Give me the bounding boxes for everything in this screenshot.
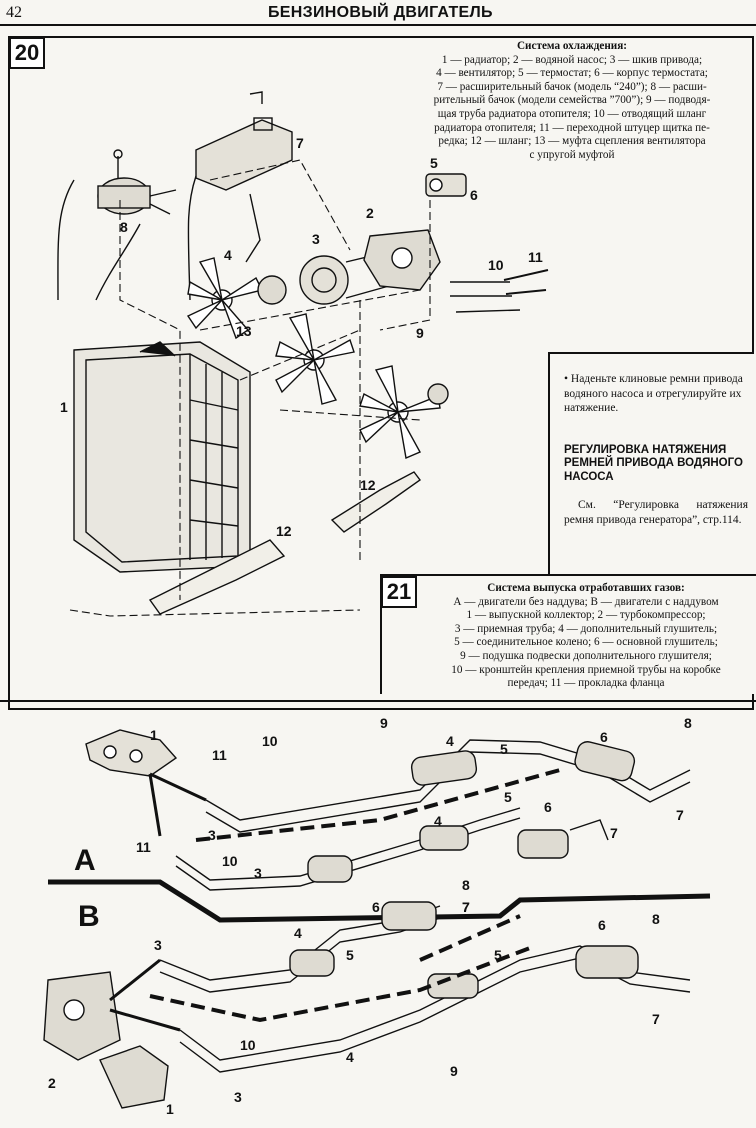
caption-line: щая труба радиатора отопителя; 10 — отво… (437, 107, 707, 120)
figure-20-number: 20 (9, 37, 45, 69)
svg-text:7: 7 (462, 899, 470, 915)
svg-text:3: 3 (254, 865, 262, 881)
svg-text:3: 3 (154, 937, 162, 953)
svg-text:12: 12 (276, 523, 292, 539)
svg-text:8: 8 (120, 219, 128, 235)
note-reference-text: См. “Регулировка натяжения ремня привода… (564, 499, 748, 526)
caption-line: редка; 12 — шланг; 13 — муфта сцепления … (438, 135, 706, 148)
svg-text:8: 8 (652, 911, 660, 927)
caption-line: 4 — вентилятор; 5 — термостат; 6 — корпу… (436, 67, 708, 80)
turbocharger-b (43, 971, 169, 1109)
figure-21-number: 21 (381, 576, 417, 608)
caption-line: 3 — приемная труба; 4 — дополнительный г… (454, 622, 718, 635)
svg-text:10: 10 (222, 853, 238, 869)
svg-text:3: 3 (234, 1089, 242, 1105)
caption-line: 1 — выпускной коллектор; 2 — турбокомпре… (466, 609, 706, 622)
figure-21-caption: Система выпуска отработавших газов: А — … (418, 582, 754, 691)
svg-text:11: 11 (136, 839, 151, 855)
svg-text:1: 1 (166, 1101, 174, 1117)
svg-text:7: 7 (676, 807, 684, 823)
svg-text:7: 7 (652, 1011, 660, 1027)
thermostat-5-6 (425, 173, 467, 197)
caption-line: радиатора отопителя; 11 — переходной шту… (434, 121, 710, 134)
svg-text:2: 2 (48, 1075, 56, 1091)
svg-text:6: 6 (544, 799, 552, 815)
caption-line: 5 — соединительное колено; 6 — основной … (454, 636, 718, 649)
svg-text:5: 5 (504, 789, 512, 805)
svg-text:6: 6 (372, 899, 380, 915)
svg-text:9: 9 (380, 715, 388, 731)
svg-text:5: 5 (430, 155, 438, 171)
svg-text:8: 8 (462, 877, 470, 893)
svg-text:9: 9 (450, 1063, 458, 1079)
svg-text:7: 7 (296, 135, 304, 151)
note-subheading: РЕГУЛИРОВКА НАТЯЖЕНИЯ РЕМНЕЙ ПРИВОДА ВОД… (564, 443, 743, 483)
header-rule (0, 24, 756, 26)
exhaust-manifold-a (85, 729, 178, 777)
figure-20-caption-title: Система охлаждения: (516, 40, 628, 52)
caption-line: 1 — радиатор; 2 — водяной насос; 3 — шки… (441, 53, 703, 66)
page-number: 42 (6, 4, 22, 21)
svg-text:5: 5 (494, 947, 502, 963)
expansion-tank-8 (97, 149, 177, 215)
svg-text:4: 4 (446, 733, 454, 749)
svg-text:10: 10 (262, 733, 278, 749)
svg-text:10: 10 (240, 1037, 256, 1053)
svg-text:11: 11 (528, 249, 543, 265)
svg-text:6: 6 (600, 729, 608, 745)
figure-divider (0, 700, 756, 702)
svg-text:6: 6 (598, 917, 606, 933)
caption-line: 9 — подушка подвески дополнительного глу… (460, 649, 712, 662)
figure-20-caption: Система охлаждения: 1 — радиатор; 2 — во… (392, 40, 752, 162)
svg-text:1: 1 (60, 399, 68, 415)
svg-text:11: 11 (212, 747, 227, 763)
svg-text:5: 5 (346, 947, 354, 963)
figure-21-caption-title: Система выпуска отработавших газов: (487, 582, 685, 594)
caption-line: с упругой муфтой (529, 148, 615, 161)
svg-text:2: 2 (366, 205, 374, 221)
figure-21-caption-panel (380, 574, 756, 694)
svg-text:10: 10 (488, 257, 504, 273)
caption-line: передач; 11 — прокладка фланца (507, 677, 665, 690)
caption-line: 7 — расширительный бачок (модель “240”);… (437, 80, 707, 93)
caption-line: рительный бачок (модели семейства ”700”)… (433, 94, 711, 107)
svg-text:7: 7 (462, 899, 470, 915)
section-b-label: B (78, 900, 100, 933)
water-pump-2 (363, 229, 441, 291)
svg-text:4: 4 (294, 925, 302, 941)
fan-4 (186, 257, 264, 340)
svg-text:9: 9 (416, 325, 424, 341)
svg-text:4: 4 (224, 247, 232, 263)
svg-text:3: 3 (208, 827, 216, 843)
svg-text:1: 1 (150, 727, 158, 743)
fan-13 (257, 275, 355, 405)
svg-text:13: 13 (236, 323, 252, 339)
page-header-title: БЕНЗИНОВЫЙ ДВИГАТЕЛЬ (268, 4, 493, 21)
section-a-label: A (74, 844, 96, 877)
note-bullet-text: • Наденьте клиновые ремни привода водяно… (564, 373, 743, 414)
svg-text:5: 5 (500, 741, 508, 757)
caption-line: А — двигатели без наддува; В — двигатели… (453, 595, 719, 608)
svg-text:4: 4 (434, 813, 442, 829)
svg-text:12: 12 (360, 477, 376, 493)
svg-text:6: 6 (470, 187, 478, 203)
svg-text:4: 4 (346, 1049, 354, 1065)
fan-large (359, 365, 449, 459)
svg-text:3: 3 (312, 231, 320, 247)
svg-text:7: 7 (610, 825, 618, 841)
caption-line: 10 — кронштейн крепления приемной трубы … (451, 663, 721, 676)
instruction-note-panel: • Наденьте клиновые ремни привода водяно… (548, 352, 754, 574)
svg-text:8: 8 (684, 715, 692, 731)
